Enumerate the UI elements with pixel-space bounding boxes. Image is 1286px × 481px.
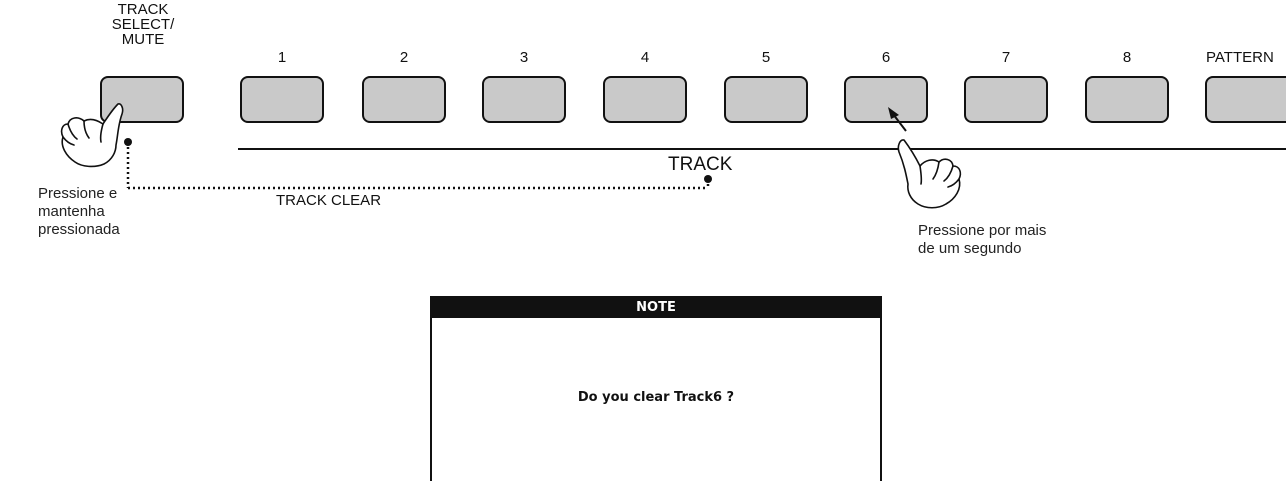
track-8-button[interactable]: [1085, 76, 1169, 123]
left-pointing-hand-icon: [60, 103, 124, 168]
track-3-button[interactable]: [482, 76, 566, 123]
track-6-button[interactable]: [844, 76, 928, 123]
track-7-button[interactable]: [964, 76, 1048, 123]
track-2-label: 2: [399, 49, 409, 66]
track-group-label: TRACK: [668, 154, 733, 175]
press-arrow-icon: [888, 107, 907, 132]
track-3-label: 3: [519, 49, 529, 66]
track-8-label: 8: [1122, 49, 1132, 66]
display-message: Do you clear Track6 ?: [577, 390, 735, 405]
track-clear-label: TRACK CLEAR: [276, 192, 382, 209]
press-over-one-second-caption: Pressione por mais de um segundo: [918, 222, 1047, 257]
display-title: NOTE: [432, 298, 880, 318]
press-and-hold-caption: Pressione e mantenha pressionada: [38, 185, 120, 238]
track-7-label: 7: [1001, 49, 1011, 66]
track-select-mute-label: TRACK SELECT/ MUTE: [111, 1, 175, 48]
track-5-button[interactable]: [724, 76, 808, 123]
track-5-label: 5: [761, 49, 771, 66]
track-4-label: 4: [640, 49, 650, 66]
track-clear-connector: [124, 138, 712, 190]
right-pointing-hand-icon: [897, 139, 962, 209]
track-1-label: 1: [277, 49, 287, 66]
track-4-button[interactable]: [603, 76, 687, 123]
track-group-line: [238, 148, 1286, 150]
pattern-label: PATTERN: [1206, 49, 1274, 66]
track-6-label: 6: [881, 49, 891, 66]
pattern-button[interactable]: [1205, 76, 1286, 123]
track-1-button[interactable]: [240, 76, 324, 123]
track-2-button[interactable]: [362, 76, 446, 123]
lcd-display: NOTE Do you clear Track6 ?: [430, 296, 882, 481]
